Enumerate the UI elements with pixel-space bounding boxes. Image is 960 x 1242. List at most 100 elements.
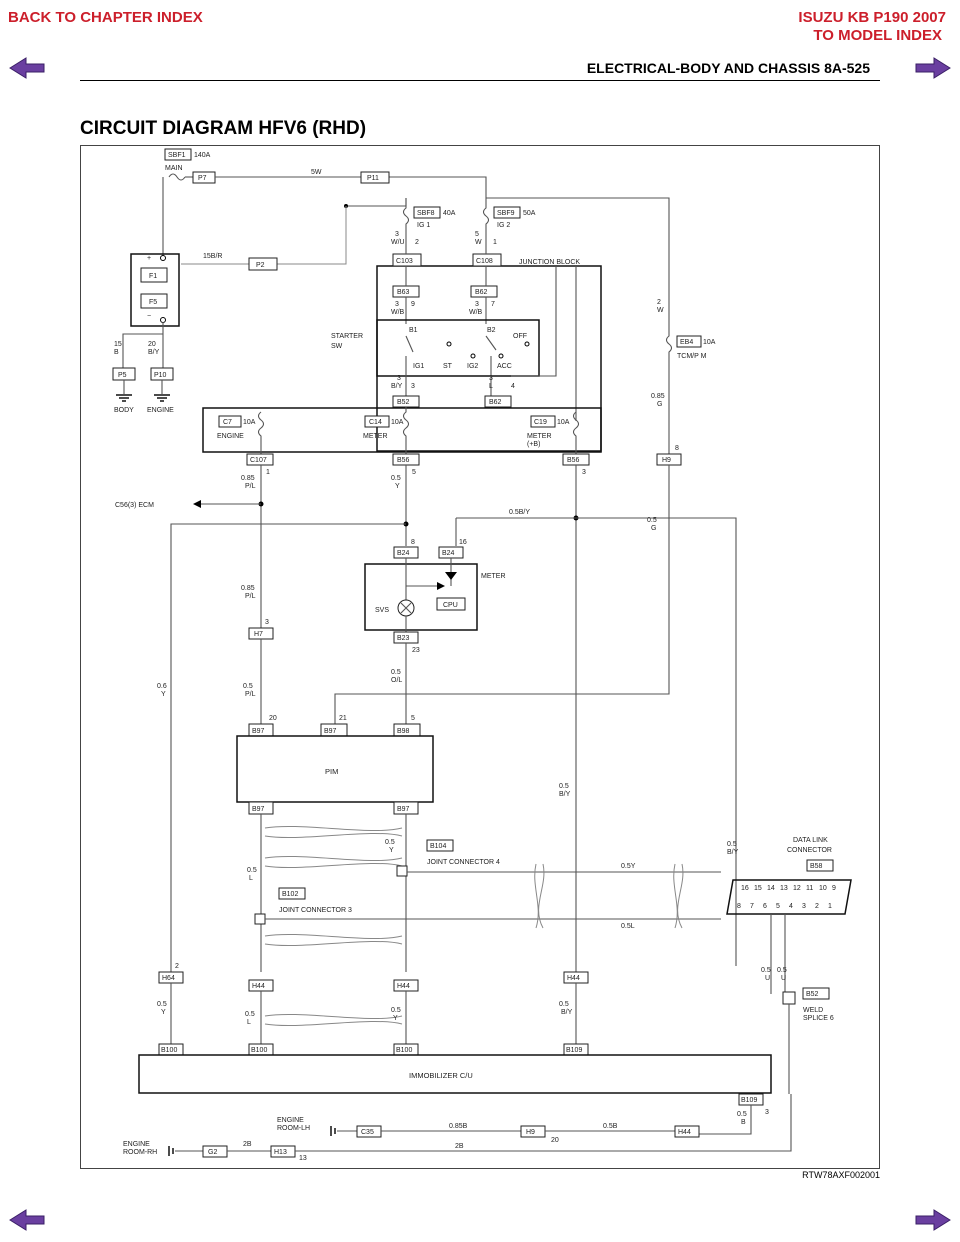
svg-text:8: 8 bbox=[411, 539, 415, 546]
sbf1-box bbox=[164, 148, 192, 161]
svg-text:B109: B109 bbox=[566, 1047, 582, 1054]
back-to-chapter-link[interactable]: BACK TO CHAPTER INDEX bbox=[8, 9, 203, 26]
svg-text:L: L bbox=[247, 1019, 251, 1026]
svg-text:+: + bbox=[147, 255, 151, 262]
wire-5w-label: 5W bbox=[311, 169, 322, 176]
eb4-fuse-icon bbox=[665, 258, 673, 454]
svg-text:0.5: 0.5 bbox=[391, 475, 401, 482]
svg-text:16: 16 bbox=[459, 539, 467, 546]
svg-text:5: 5 bbox=[412, 469, 416, 476]
sbf9-label: SBF9 bbox=[497, 210, 515, 217]
svg-text:0.5: 0.5 bbox=[777, 967, 787, 974]
sbf1-label: SBF1 bbox=[168, 152, 186, 159]
next-page-arrow-icon[interactable] bbox=[914, 56, 952, 80]
sbf1-amp: 140A bbox=[194, 152, 211, 159]
svg-text:ENGINE: ENGINE bbox=[123, 1141, 150, 1148]
svg-text:H64: H64 bbox=[162, 975, 175, 982]
starter-switch-box bbox=[376, 319, 540, 377]
svg-text:20: 20 bbox=[148, 341, 156, 348]
svg-text:8: 8 bbox=[675, 445, 679, 452]
svg-text:CPU: CPU bbox=[443, 602, 458, 609]
pim-box bbox=[236, 735, 434, 803]
dlc-pin-14: 14 bbox=[767, 885, 775, 892]
svg-text:0.85: 0.85 bbox=[241, 585, 255, 592]
svg-text:TCM/P M: TCM/P M bbox=[677, 353, 707, 360]
svg-text:SVS: SVS bbox=[375, 607, 389, 614]
svg-text:IG1: IG1 bbox=[413, 363, 424, 370]
junction-block-label: JUNCTION BLOCK bbox=[519, 259, 580, 266]
c19-fuse-icon bbox=[572, 411, 580, 458]
shield-twist-icon bbox=[534, 863, 545, 929]
back-to-model-link[interactable]: TO MODEL INDEX bbox=[813, 27, 942, 44]
svg-text:10A: 10A bbox=[391, 419, 404, 426]
svg-text:0.5: 0.5 bbox=[737, 1111, 747, 1118]
svg-text:3: 3 bbox=[265, 619, 269, 626]
svg-text:H44: H44 bbox=[252, 983, 265, 990]
svg-text:B97: B97 bbox=[252, 806, 265, 813]
svg-text:W/U: W/U bbox=[391, 239, 405, 246]
svg-text:F1: F1 bbox=[149, 273, 157, 280]
svg-text:3: 3 bbox=[765, 1109, 769, 1116]
svg-text:0.5: 0.5 bbox=[559, 1001, 569, 1008]
svg-text:H44: H44 bbox=[397, 983, 410, 990]
svg-text:SW: SW bbox=[331, 343, 343, 350]
svg-text:0.5: 0.5 bbox=[559, 783, 569, 790]
svg-text:−: − bbox=[147, 313, 151, 320]
svg-text:2: 2 bbox=[657, 299, 661, 306]
joint-connector-3-label: JOINT CONNECTOR 3 bbox=[279, 907, 352, 914]
sbf8-fuse-icon bbox=[402, 198, 410, 244]
svg-text:Y: Y bbox=[395, 483, 400, 490]
svg-text:0.85: 0.85 bbox=[241, 475, 255, 482]
svg-text:3: 3 bbox=[397, 375, 401, 382]
previous-page-arrow-icon-bottom[interactable] bbox=[8, 1208, 46, 1232]
meter-box bbox=[364, 563, 478, 631]
svg-text:H13: H13 bbox=[274, 1149, 287, 1156]
header-rule bbox=[80, 80, 880, 81]
starter-switch-label: STARTER bbox=[331, 333, 363, 340]
svg-text:METER: METER bbox=[527, 433, 552, 440]
svg-text:ROOM-LH: ROOM-LH bbox=[277, 1125, 310, 1132]
svg-text:Y: Y bbox=[161, 1009, 166, 1016]
svg-text:ST: ST bbox=[443, 363, 453, 370]
ground-engine-icon bbox=[154, 394, 170, 402]
svg-text:23: 23 bbox=[412, 647, 420, 654]
dlc-pin-16: 16 bbox=[741, 885, 749, 892]
svg-text:O/L: O/L bbox=[391, 677, 402, 684]
svg-text:Y: Y bbox=[161, 691, 166, 698]
svg-text:1: 1 bbox=[266, 469, 270, 476]
svg-text:3: 3 bbox=[411, 383, 415, 390]
svg-text:3: 3 bbox=[582, 469, 586, 476]
svg-text:W/B: W/B bbox=[469, 309, 483, 316]
svg-text:G: G bbox=[651, 525, 656, 532]
ig2-label: IG 2 bbox=[497, 222, 510, 229]
next-page-arrow-icon-bottom[interactable] bbox=[914, 1208, 952, 1232]
p11-box bbox=[360, 171, 390, 184]
svg-text:W: W bbox=[475, 239, 482, 246]
ecm-arrow-icon bbox=[193, 500, 201, 508]
svg-text:0.5: 0.5 bbox=[761, 967, 771, 974]
svg-text:15B/R: 15B/R bbox=[203, 253, 222, 260]
svg-text:15: 15 bbox=[114, 341, 122, 348]
dlc-pin-4: 4 bbox=[789, 903, 793, 910]
model-title: ISUZU KB P190 2007 bbox=[798, 9, 946, 26]
svg-text:B24: B24 bbox=[397, 550, 410, 557]
previous-page-arrow-icon[interactable] bbox=[8, 56, 46, 80]
svg-text:2: 2 bbox=[175, 963, 179, 970]
svg-text:Y: Y bbox=[389, 847, 394, 854]
svg-text:2: 2 bbox=[415, 239, 419, 246]
svg-text:C108: C108 bbox=[476, 258, 493, 265]
svg-text:EB4: EB4 bbox=[680, 339, 693, 346]
svg-text:C19: C19 bbox=[534, 419, 547, 426]
svg-text:G: G bbox=[657, 401, 662, 408]
diode-icon bbox=[445, 572, 457, 580]
svg-text:H9: H9 bbox=[662, 457, 671, 464]
svg-text:B62: B62 bbox=[489, 399, 502, 406]
section-title: CIRCUIT DIAGRAM HFV6 (RHD) bbox=[80, 118, 367, 139]
svg-text:C56(3) ECM: C56(3) ECM bbox=[115, 502, 154, 509]
svg-text:0.5B/Y: 0.5B/Y bbox=[509, 509, 530, 516]
svg-text:0.5Y: 0.5Y bbox=[621, 863, 636, 870]
svg-text:B97: B97 bbox=[252, 728, 265, 735]
dlc-pin-13: 13 bbox=[780, 885, 788, 892]
svg-text:B100: B100 bbox=[161, 1047, 177, 1054]
ig1-label: IG 1 bbox=[417, 222, 430, 229]
